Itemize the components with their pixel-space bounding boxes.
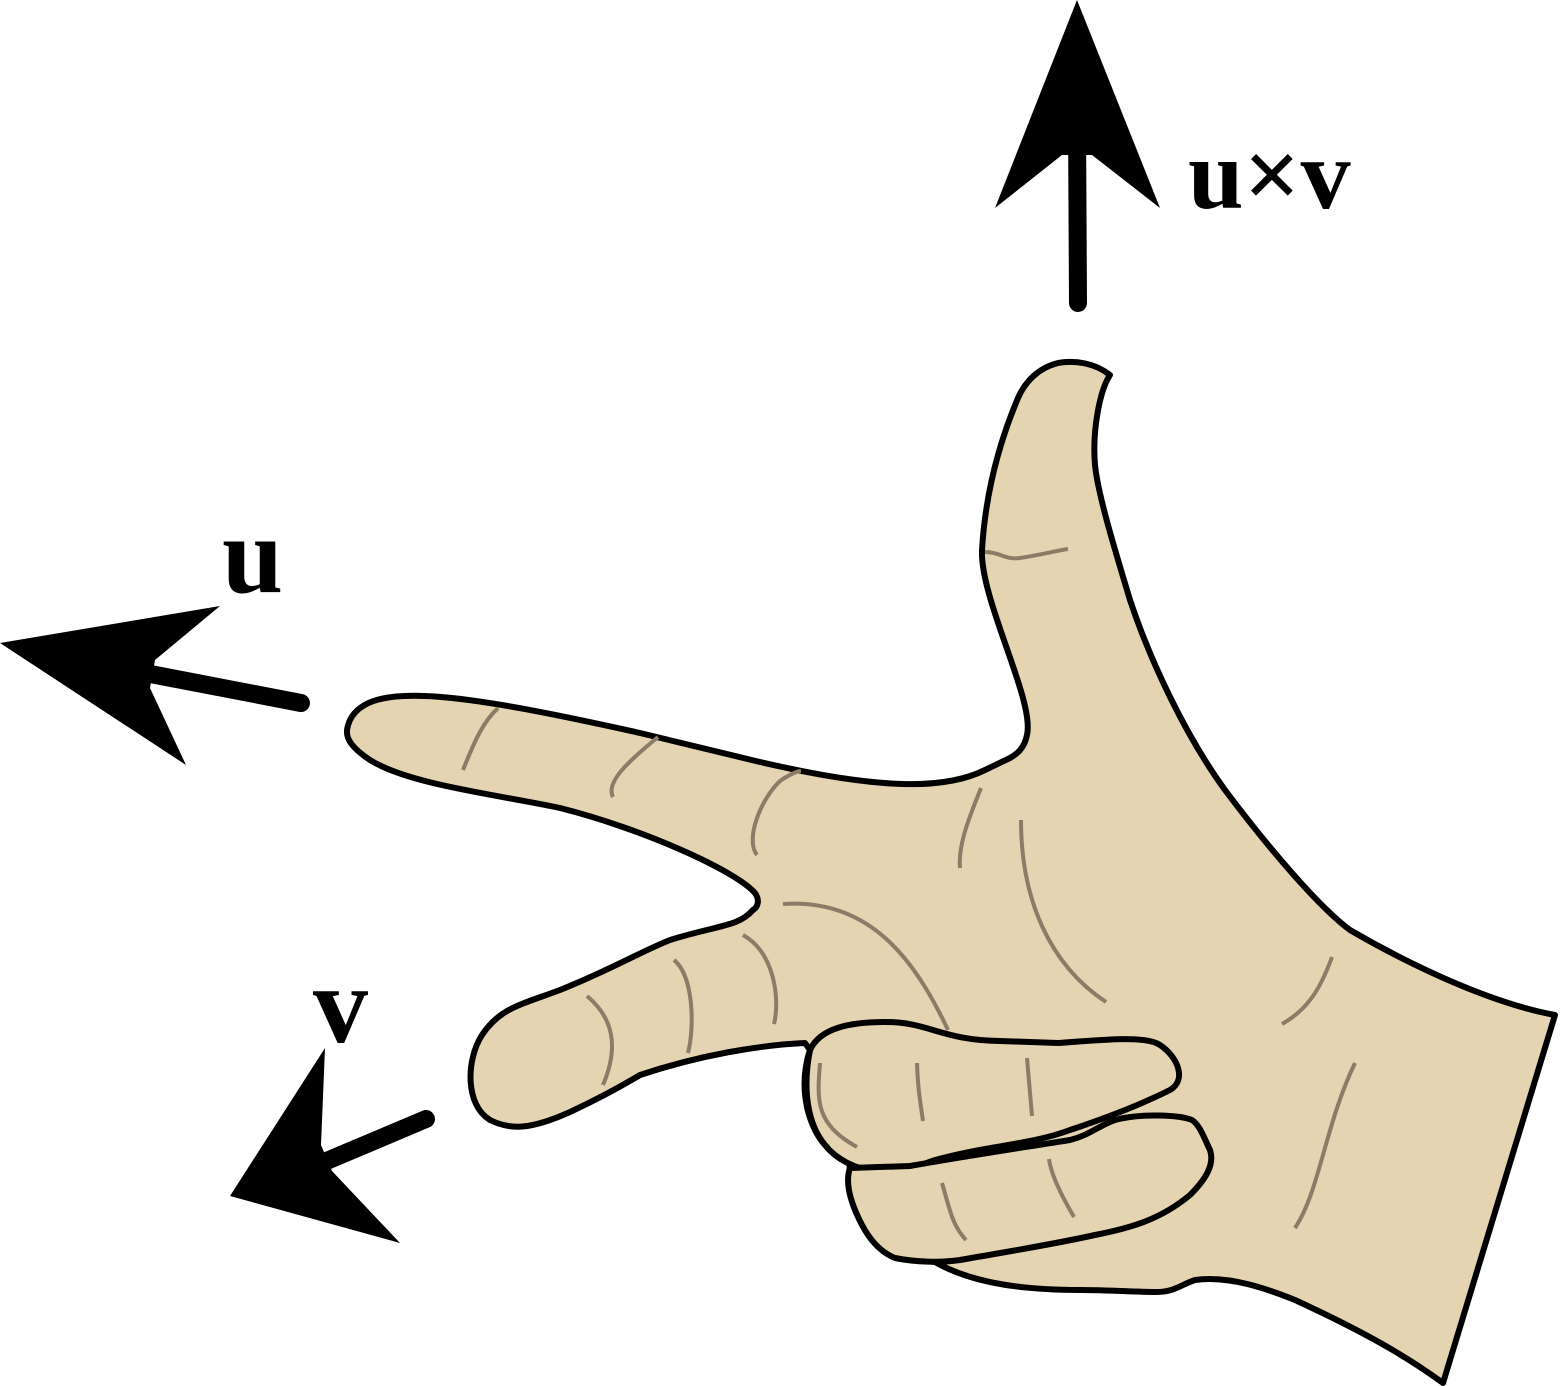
hand-creases	[461, 547, 1357, 1242]
cross-product-label: u×v	[1188, 119, 1351, 230]
u-label: u	[222, 494, 283, 616]
v-label: v	[313, 944, 368, 1066]
v-arrow-shaft	[301, 1110, 435, 1177]
cross-product-arrowhead	[995, 0, 1160, 208]
ring-finger	[803, 1019, 1182, 1176]
pinky-finger	[845, 1112, 1215, 1265]
cross-product-arrow	[995, 0, 1160, 312]
v-arrowhead	[230, 1048, 400, 1243]
right-hand	[344, 358, 1558, 1386]
v-arrow	[230, 1048, 435, 1243]
u-arrow-shaft	[131, 663, 310, 712]
u-arrow	[0, 606, 310, 765]
u-arrowhead	[0, 606, 220, 765]
